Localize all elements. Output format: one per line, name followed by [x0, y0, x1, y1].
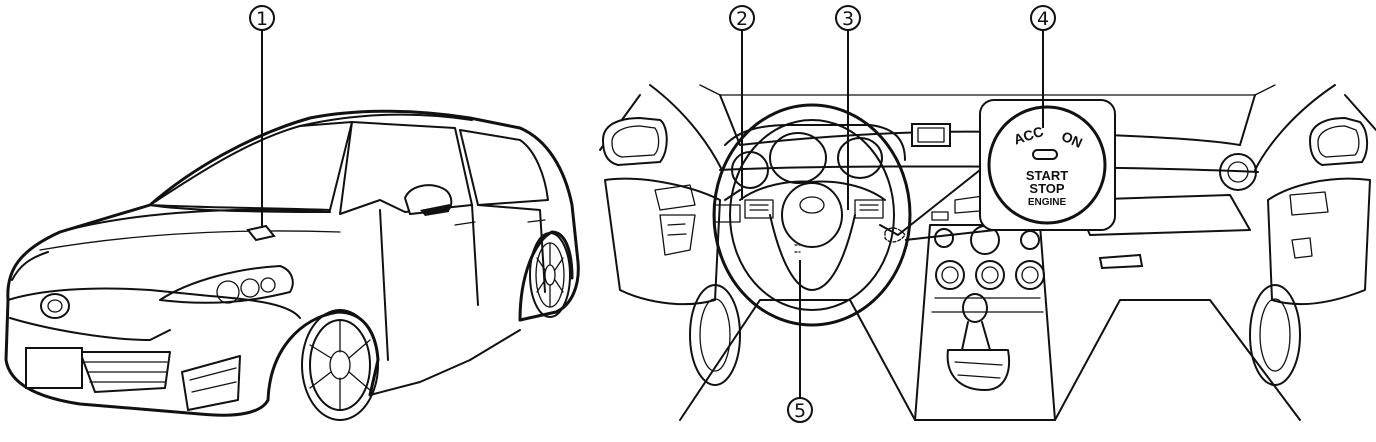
start-label: START — [1026, 168, 1068, 183]
car-interior-illustration — [599, 84, 1376, 421]
ignition-indicator-lamp — [1032, 149, 1058, 160]
callout-3: 3 — [835, 5, 861, 210]
on-position-label: ON — [1059, 128, 1085, 151]
ignition-inset: ACC ON START STOP ENGINE — [897, 99, 1116, 241]
engine-label: ENGINE — [1028, 197, 1067, 208]
callout-4: 4 — [1030, 5, 1056, 128]
callout-3-number: 3 — [842, 8, 854, 30]
callout-2-number: 2 — [736, 8, 748, 30]
callout-4-number: 4 — [1037, 8, 1049, 30]
car-exterior-illustration — [4, 109, 580, 421]
callout-5: 5 — [787, 260, 813, 423]
ignition-button[interactable] — [987, 105, 1107, 225]
stop-label: STOP — [1029, 181, 1064, 196]
callout-2: 2 — [729, 5, 755, 200]
callout-5-number: 5 — [794, 400, 806, 422]
callout-1: 1 — [249, 5, 275, 228]
callout-1-number: 1 — [256, 8, 268, 30]
